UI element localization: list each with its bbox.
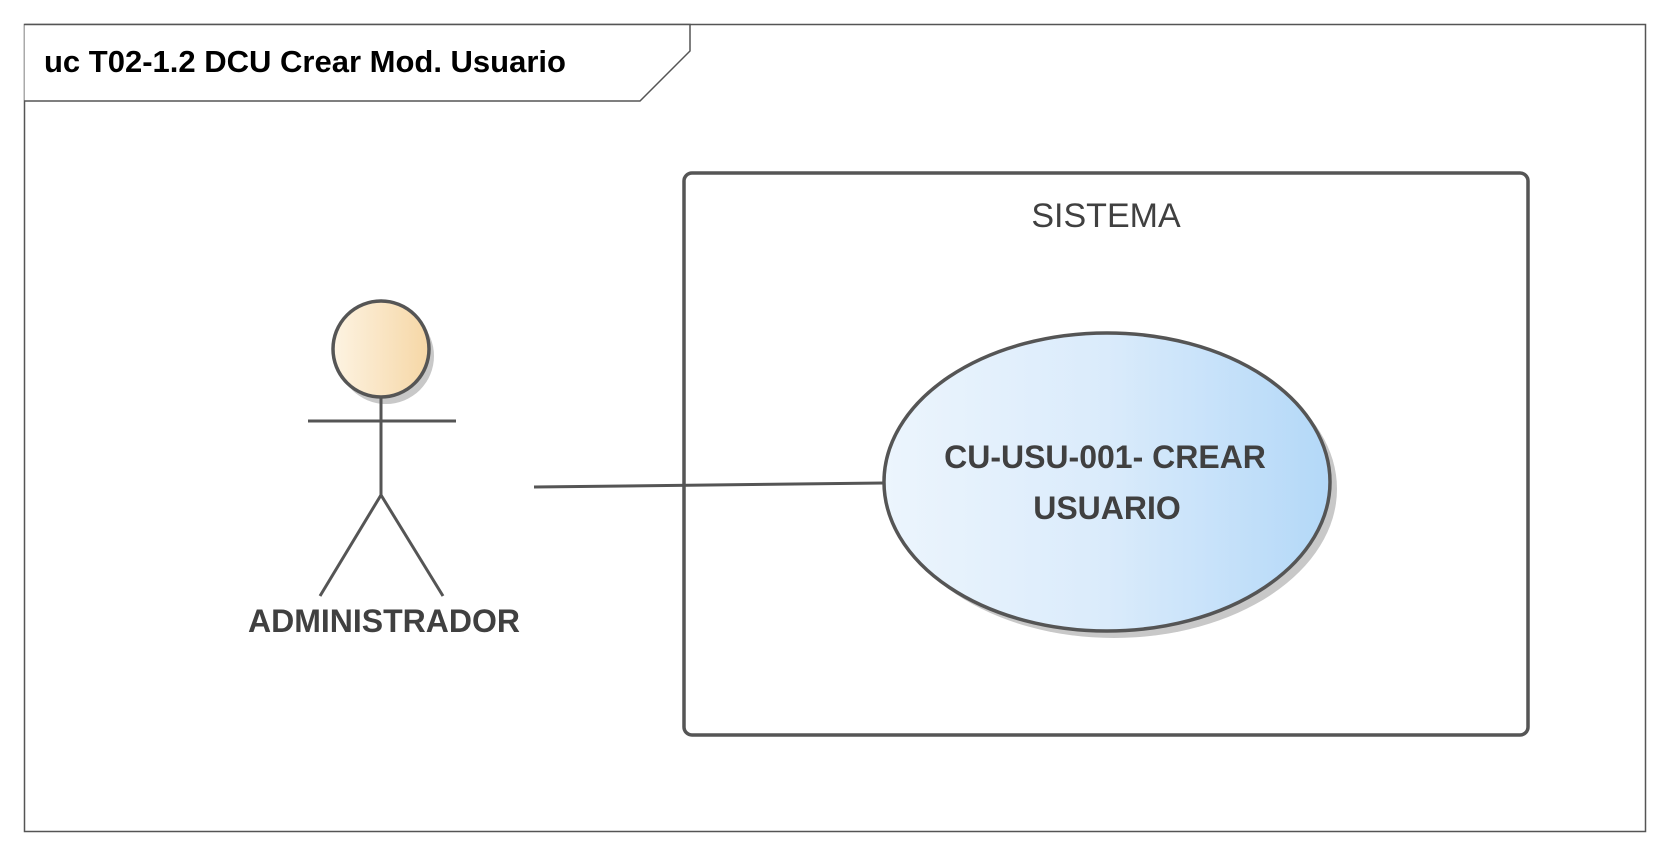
association-line[interactable] <box>533 481 885 489</box>
frame-title-tab <box>24 23 691 102</box>
actor-left-leg <box>318 494 383 597</box>
use-case-label-line1: CU-USU-001- CREAR <box>944 439 1266 475</box>
use-case-ellipse[interactable] <box>882 331 1332 633</box>
use-case-label-line2: USUARIO <box>1033 490 1181 526</box>
frame-title: uc T02-1.2 DCU Crear Mod. Usuario <box>44 44 566 79</box>
stick-figure-actor-icon <box>308 299 456 597</box>
system-boundary-label: SISTEMA <box>1031 197 1181 235</box>
actor-label: ADMINISTRADOR <box>248 603 520 639</box>
use-case-create-user[interactable]: CU-USU-001- CREAR USUARIO <box>882 331 1337 638</box>
actor-administrador[interactable]: ADMINISTRADOR <box>248 299 520 639</box>
actor-right-leg <box>379 494 445 597</box>
actor-head <box>331 299 431 399</box>
